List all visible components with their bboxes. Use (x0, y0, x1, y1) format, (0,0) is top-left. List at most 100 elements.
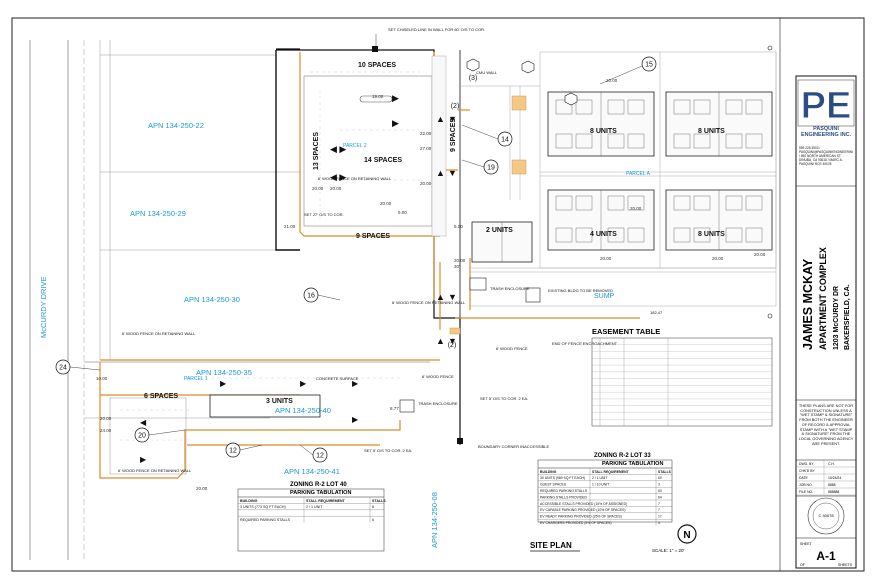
table-cell: 63 (658, 489, 662, 493)
of-label: OF (800, 563, 805, 567)
svg-text:▶: ▶ (140, 455, 147, 464)
callout-label: 16 (307, 293, 315, 300)
leader-lines (69, 34, 643, 456)
unit-details (501, 92, 763, 262)
info-label: JOB NO. (799, 483, 813, 487)
svg-text:20.00: 20.00 (380, 201, 392, 206)
svg-text:21.00: 21.00 (284, 224, 296, 229)
company-logo (797, 79, 855, 127)
units-8a: 8 UNITS (590, 128, 617, 135)
table-cell: PARKING STALLS PROVIDED (540, 495, 588, 499)
table-cell: REQUIRED PARKING STALLS (240, 518, 291, 522)
apartment-buildings (209, 91, 773, 418)
apn-29-label: APN 134-250-29 (130, 209, 186, 218)
note-end-fence: END OF FENCE ENCROACHMENT (552, 341, 618, 346)
parking-14: 14 SPACES (364, 157, 402, 164)
callout-label: 12 (316, 453, 324, 460)
table-cell: 30 UNITS (980 SQ FT EACH) (540, 476, 585, 480)
lot33-title: PARKING TABULATION (602, 461, 663, 467)
table-header: BUILDING (240, 499, 258, 503)
table-header: STALLS (658, 470, 672, 474)
scale-label: SCALE: 1" = 20' (652, 548, 684, 553)
table-header: STALL REQUIREMENT (306, 499, 346, 503)
svg-text:20.00: 20.00 (454, 258, 466, 263)
units-2: 2 UNITS (486, 227, 513, 234)
project-name: APARTMENT COMPLEX (818, 247, 828, 350)
apn-08-label: APN 134-250-08 (430, 492, 439, 548)
table-cell: EV CAPABLE PARKING PROVIDED (10% OF SPAC… (540, 508, 626, 512)
table-cell: ACCESSIBLE STALLS PROVIDED (10% OF ASSIG… (540, 502, 627, 506)
svg-text:▶: ▶ (220, 379, 227, 388)
parking-lot-north (303, 55, 447, 237)
table-cell: 1 / 10 UNIT (592, 483, 609, 487)
project-address: 1203 McCURDY DR (833, 286, 840, 350)
units-4: 4 UNITS (590, 231, 617, 238)
svg-text:24.00: 24.00 (100, 428, 112, 433)
svg-text:▶: ▶ (352, 379, 359, 388)
site-boundary (276, 49, 461, 445)
construction-disclaimer: THESE PLANS ARE NOT FOR CONSTRUCTION UNL… (798, 404, 854, 446)
hatch-pads (449, 95, 527, 335)
svg-text:20.00: 20.00 (196, 486, 208, 491)
callout-label: 12 (229, 448, 237, 455)
info-value: 10/24/24 (828, 476, 841, 480)
callout-label: 14 (501, 137, 509, 144)
hex-tag (466, 58, 480, 72)
svg-text:30': 30' (454, 264, 460, 269)
info-value: 8888 (828, 483, 836, 487)
note-fence: 6' WOOD FENCE ON RETAINING WALL (318, 176, 392, 181)
table-cell: EV READY PARKING PROVIDED (25% OF SPACES… (540, 515, 622, 519)
site-boundary (275, 50, 300, 251)
svg-text:▼: ▼ (448, 168, 457, 178)
svg-text:22.00: 22.00 (420, 131, 432, 136)
table-cell: 6 (372, 505, 374, 509)
lot40-title: PARKING TABULATION (290, 490, 351, 496)
apn-41-label: APN 134-250-41 (284, 467, 340, 476)
svg-text:▶: ▶ (392, 118, 399, 128)
parking-tabulation-lot33: ZONING R-2 LOT 33 PARKING TABULATION BUI… (537, 453, 673, 526)
company-contact: 559.225.3503 / PASQUINI@PASQUINIENGINEER… (799, 146, 853, 166)
note-fence: 6' WOOD FENCE ON RETAINING WALL (122, 331, 196, 336)
table-cell: 2 / 1 UNIT (306, 505, 323, 509)
existing-building (525, 287, 541, 303)
table-header: STALL REQUIREMENT (592, 470, 630, 474)
svg-text:▼: ▼ (448, 292, 457, 302)
sheet-number: A-1 (816, 549, 836, 563)
note-trash: TRASH ENCLOSURE (418, 401, 458, 406)
hex-tag (564, 92, 578, 106)
project-title-block: JAMES MCKAY APARTMENT COMPLEX 1203 McCUR… (801, 247, 851, 350)
callout-labels: 15 14 19 16 24 20 12 12 (2) (3) (2) (59, 62, 653, 460)
svg-text:20.00: 20.00 (606, 78, 618, 83)
svg-text:20.00: 20.00 (712, 256, 724, 261)
svg-text:5.00: 5.00 (454, 224, 463, 229)
parking-10: 10 SPACES (358, 62, 396, 69)
svg-text:▶: ▶ (352, 415, 359, 424)
info-value: 888888 (828, 490, 839, 494)
lot40-zoning: ZONING R-2 LOT 40 (290, 482, 347, 488)
apn-40-label: APN 134-250-40 (275, 406, 331, 415)
svg-text:20.00: 20.00 (100, 416, 112, 421)
callout-label: (2) (451, 103, 460, 110)
table-cell: 6 (372, 518, 374, 522)
svg-text:▶: ▶ (392, 93, 399, 103)
svg-text:▼: ▼ (448, 336, 457, 346)
building-3-units (209, 394, 321, 418)
parking-lot-south (109, 377, 400, 475)
table-cell: EV CHARGERS PROVIDED (5% OF SPACES) (540, 521, 612, 525)
apn-22-label: APN 134-250-22 (148, 121, 204, 130)
survey-monument (457, 438, 463, 444)
table-cell: GUEST SPACES (540, 483, 567, 487)
svg-text:20.00: 20.00 (312, 186, 324, 191)
svg-text:19.00: 19.00 (372, 94, 384, 99)
svg-text:20.00: 20.00 (420, 181, 432, 186)
info-value: C.H. (828, 462, 835, 466)
note-fence: 6' WOOD FENCE (422, 374, 454, 379)
logo-letters: PE (801, 85, 852, 127)
apn-30-label: APN 134-250-30 (184, 295, 240, 304)
svg-text:20.00: 20.00 (754, 252, 766, 257)
table-cell: 64 (658, 495, 662, 499)
parcel-1-label: PARCEL 1 (184, 376, 208, 382)
callout-label: (2) (448, 342, 457, 349)
project-owner: JAMES MCKAY (801, 258, 815, 350)
